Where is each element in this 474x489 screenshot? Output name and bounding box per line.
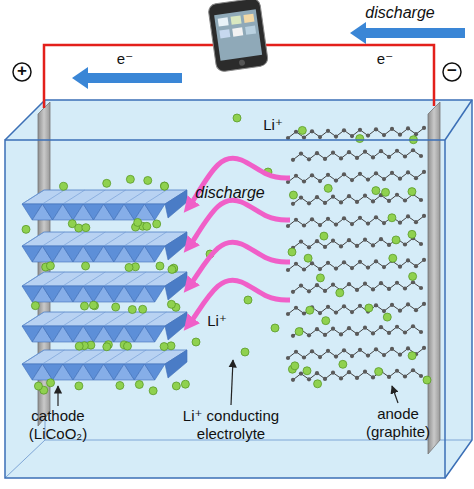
leader-arrow (57, 386, 58, 406)
electron-flow-arrow (72, 67, 182, 89)
electrode-node: cathode (LiCoO₂) (18, 185, 180, 390)
ion-flow-arrow (190, 280, 290, 323)
wire (262, 45, 434, 106)
ion-flow-arrow (190, 158, 290, 205)
flow-label: discharge (190, 184, 270, 202)
wire (44, 45, 214, 108)
box-top-edge (445, 100, 472, 140)
graphite-layers (286, 126, 426, 382)
electrode-label: anode (graphite) (358, 405, 438, 441)
electrolyte-fill (5, 100, 472, 478)
annotation-label: Li⁺ (200, 312, 234, 330)
annotation-label: discharge (352, 4, 448, 22)
current-collector (428, 102, 440, 454)
box-front-edge (5, 140, 445, 478)
box-back-edge (5, 440, 45, 478)
annotation-label: e⁻ (372, 50, 398, 68)
terminal-sign: + (12, 62, 32, 80)
ion-flow-arrow (190, 242, 290, 285)
terminal-sign: − (442, 62, 462, 80)
ion-flow-arrow (190, 200, 290, 245)
terminal-circle (13, 63, 31, 81)
cathode-layers (22, 190, 187, 380)
box-top-edge (5, 100, 472, 478)
electron-flow-arrow (350, 22, 465, 44)
terminal-circle (443, 63, 461, 81)
box-back-edge (45, 100, 472, 440)
annotation-label: Li⁺ conducting electrolyte (170, 407, 292, 443)
annotation-label: e⁻ (112, 50, 138, 68)
annotation-label: Li⁺ (256, 116, 290, 134)
electrode-label: cathode (LiCoO₂) (13, 407, 103, 443)
leader-arrow (392, 386, 398, 403)
leader-arrow (231, 360, 233, 405)
phone (208, 0, 269, 72)
lithium-ions (22, 114, 431, 395)
electrode-node: anode (graphite) (290, 125, 440, 390)
